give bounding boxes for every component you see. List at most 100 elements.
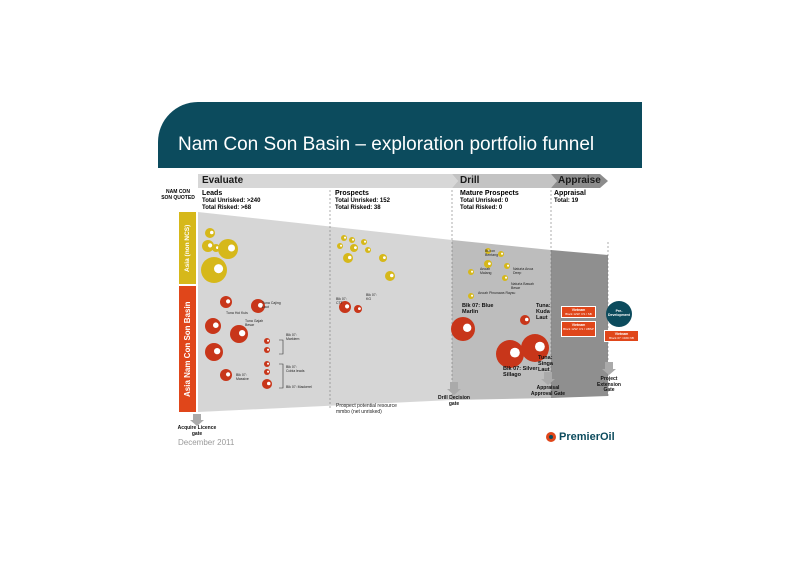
premier-oil-logo-icon [546,432,556,442]
bubble-group [201,228,549,389]
phase-evaluate: Evaluate [202,175,244,186]
header-prospects: Prospects Total Unrisked: 152 Total Risk… [335,190,390,212]
drill-gate-arrow [447,382,461,395]
box2-text: Block 12W: CS / UBSP [563,326,594,331]
leads-line1: Total Unrisked: >240 [202,198,261,205]
appraisal-gate-arrow [541,372,555,385]
label-blk07-mackerel: Blk 07: Mackerel [286,385,312,389]
prospect-bubble [343,253,353,263]
phase-drill: Drill [460,175,480,186]
header-appraisal: Appraisal Total: 19 [554,190,586,205]
prospect-bubble-risked [471,270,474,273]
label-blk07-massive: Blk 07: Massive [236,373,249,381]
prospect-bubble [468,293,474,299]
gate-project: Project Extension Gate [597,376,621,393]
label-tuna-singa-laut: Tuna: Singa Laut [538,355,553,374]
funnel-evaluate [198,212,452,412]
quoted-label: NAM CON SON QUOTED [161,189,195,201]
prospect-bubble-risked [488,262,491,265]
resource-note: Prospect potential resource mmbo (net un… [336,403,397,415]
label-naturia2: Naturia Bawah Besar [511,282,534,290]
prospects-heading: Prospects [335,190,369,197]
label-tuna-gajah: Tuna Gajah Besar [245,319,264,327]
label-blk07-ctt: Blk 07: CTT [336,297,347,305]
prospect-bubble-risked [267,381,271,386]
label-blk07-mcq: Blk 07: Markiem [286,333,300,341]
prospect-bubble-risked [348,255,352,260]
header-mature: Mature Prospects Total Unrisked: 0 Total… [460,190,519,212]
funnel-diagram [190,190,632,426]
prospect-bubble [361,239,367,245]
prospect-bubble-risked [383,256,386,259]
prospect-bubble [485,248,491,254]
prospect-bubble-risked [510,347,520,358]
page-title: Nam Con Son Basin – exploration portfoli… [178,134,595,155]
prospect-bubble-risked [364,240,367,243]
prospect-bubble [220,369,232,381]
prospect-bubble [264,361,270,367]
side-label-asia: Asia (non NCS) [179,212,196,284]
appraisal-heading: Appraisal [554,190,586,197]
label-blk07-kl: Blk 07: KG [366,293,377,301]
prospect-bubble [218,239,238,259]
prospect-bubble-risked [471,294,474,297]
mature-heading: Mature Prospects [460,190,519,197]
prospects-line1: Total Unrisked: 152 [335,198,390,205]
prospect-bubble [502,275,508,281]
label-pre-development: Pre-Development [608,309,630,317]
prospect-bubble [205,228,215,238]
leads-heading: Leads [202,190,223,197]
prospect-bubble-risked [354,246,357,250]
label-tuna-hoi: Tuna Hoi Kuis [226,311,248,315]
side-label-ncs: Asia Nam Con Son Basin [179,286,196,412]
prospect-bubble [337,243,343,249]
prospect-bubble [498,251,504,257]
prospect-bubble-risked [214,347,221,355]
label-tuna-ca: Tuna Cajing Laut [262,301,281,309]
prospect-bubble-risked [267,348,270,351]
prospect-bubble [262,379,272,389]
prospect-bubble-risked [208,243,213,248]
phase-appraise: Appraise [558,175,601,186]
box1-text: Block 12W: CS / SB [565,311,592,316]
phase-arrow-bar [198,174,608,188]
label-silver-sillago: Blk 07: Silver Sillago [503,366,538,379]
title-bar: Nam Con Son Basin – exploration portfoli… [158,102,642,168]
prospects-line2: Total Risked: 38 [335,204,381,211]
prospect-bubble [251,299,265,313]
prospect-bubble-risked [267,339,270,342]
prospect-bubble-risked [226,372,231,377]
label-anoah: Anoah Malang [480,267,492,275]
pre-development-circle [606,301,632,327]
project-gate-arrow [602,362,616,375]
prospect-bubble-risked [352,238,355,241]
mature-line2: Total Risked: 0 [460,204,503,211]
prospect-bubble-risked [267,370,270,373]
premier-oil-logo: PremierOil [559,431,615,443]
prospect-bubble [349,237,355,243]
prospect-bubble [385,271,395,281]
label-naturia1: Naturia Anoa Deep [513,267,534,275]
bracket-cobia [279,363,284,389]
prospect-bubble-risked [345,304,350,309]
prospect-bubble-risked [267,362,270,365]
label-anoah2: Anoah Pinunawa Raysu [478,291,516,295]
prospect-bubble [521,334,549,362]
funnel-drill [452,240,551,400]
box1-title: Vietnam [571,308,586,312]
prospect-bubble [201,257,227,283]
box3-text: Block 07: CRD NB [609,335,634,340]
prospect-bubble [520,315,530,325]
prospect-bubble [264,369,270,375]
label-tuna-kuda-laut: Tuna: Kuda Laut [536,303,551,322]
bracket-mcq [279,339,284,355]
prospect-bubble [451,317,475,341]
prospect-bubble [484,260,492,268]
header-leads: Leads Total Unrisked: >240 Total Risked:… [202,190,260,212]
appraisal-line1: Total: 19 [554,198,579,205]
prospect-bubble [341,235,347,241]
prospect-bubble-risked [214,264,224,274]
prospect-bubble-risked [525,317,529,322]
prospect-bubble [264,347,270,353]
